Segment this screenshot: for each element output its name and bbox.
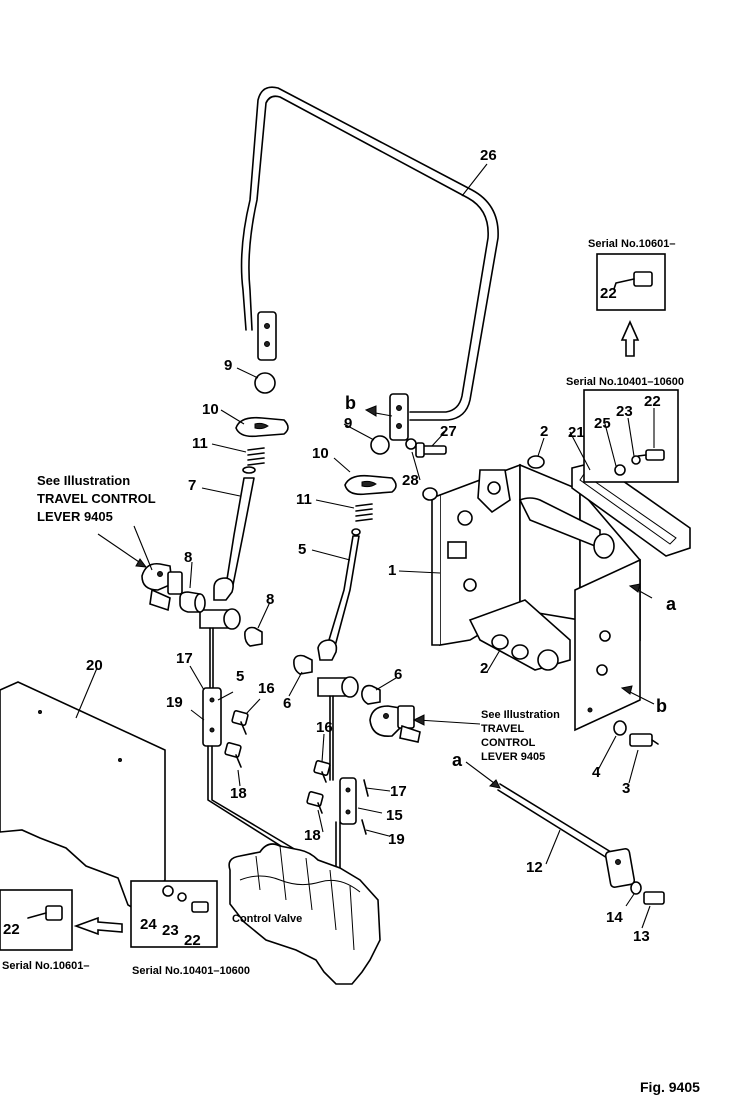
callout-2b: 2 [480,660,488,677]
callout-22c: 22 [184,932,201,949]
left-pins [224,710,249,768]
serial-box-top-right [596,253,666,357]
callout-22b: 22 [600,285,617,302]
serial-box-bottom [0,880,218,951]
callout-25: 25 [594,415,611,432]
callout-20: 20 [86,657,103,674]
callout-12: 12 [526,859,543,876]
serial-top-right: Serial No.10601– [588,238,675,250]
note-see-right-3: CONTROL [481,737,536,749]
callout-22a: 22 [644,393,661,410]
callout-17a: 17 [176,650,193,667]
ref-a-left: a [452,750,463,770]
callout-14: 14 [606,909,623,926]
figure-caption: Fig. 9405 [640,1079,700,1095]
note-see-right-2: TRAVEL [481,723,524,735]
part-20-cover [0,681,166,914]
callout-15: 15 [386,807,403,824]
serial-bottom-mid: Serial No.10401–10600 [132,965,250,977]
left-lever-assembly [179,372,313,854]
callout-19a: 19 [166,694,183,711]
part-26-guard-frame [240,86,499,441]
serial-bottom-left: Serial No.10601– [2,960,89,972]
callout-21: 21 [568,424,585,441]
bolt-3-washer-4 [613,720,659,747]
callout-8b: 8 [266,591,274,608]
callout-16a: 16 [258,680,275,697]
serial-mid-right: Serial No.10401–10600 [566,376,684,388]
callout-1: 1 [388,562,396,579]
control-valve-label: Control Valve [232,913,302,925]
note-see-left-3: LEVER 9405 [37,509,113,524]
callout-18a: 18 [230,785,247,802]
callout-26: 26 [480,147,497,164]
part-12-shaft [497,783,665,905]
callout-10a: 10 [202,401,219,418]
left-travel-lever-ref [141,562,183,612]
callout-6b: 6 [394,666,402,683]
callout-2a: 2 [540,423,548,440]
notes: See Illustration TRAVEL CONTROL LEVER 94… [2,238,700,1095]
callout-9b: 9 [344,415,352,432]
note-see-right-4: LEVER 9405 [481,751,545,763]
callout-4: 4 [592,764,601,781]
callout-28: 28 [402,472,419,489]
callout-16b: 16 [316,719,333,736]
callout-11a: 11 [192,435,208,452]
callout-27: 27 [440,423,457,440]
callout-8a: 8 [184,549,192,566]
callout-17b: 17 [390,783,407,800]
callout-23b: 23 [162,922,179,939]
note-see-left-2: TRAVEL CONTROL [37,491,156,506]
reference-letters: b b a a [345,393,677,770]
control-valve [228,843,381,985]
note-see-left-1: See Illustration [37,473,130,488]
callout-7: 7 [188,477,196,494]
callout-numbers: 26 9 10 11 7 8 8 6 9 10 11 5 6 1 2 2 27 … [3,147,661,949]
right-travel-lever-ref [369,705,421,743]
callout-19b: 19 [388,831,405,848]
ref-b-right: b [656,696,667,716]
callout-10b: 10 [312,445,329,462]
callout-5b: 5 [236,668,244,685]
callout-3: 3 [622,780,630,797]
callout-5a: 5 [298,541,306,558]
note-see-right-1: See Illustration [481,709,560,721]
callout-24: 24 [140,916,157,933]
callout-13: 13 [633,928,650,945]
ref-b-top: b [345,393,356,413]
callout-6a: 6 [283,695,291,712]
callout-22d: 22 [3,921,20,938]
callout-18b: 18 [304,827,321,844]
callout-23a: 23 [616,403,633,420]
callout-11b: 11 [296,491,312,508]
callout-9a: 9 [224,357,232,374]
leader-lines [75,367,655,929]
ref-a-right: a [666,594,677,614]
